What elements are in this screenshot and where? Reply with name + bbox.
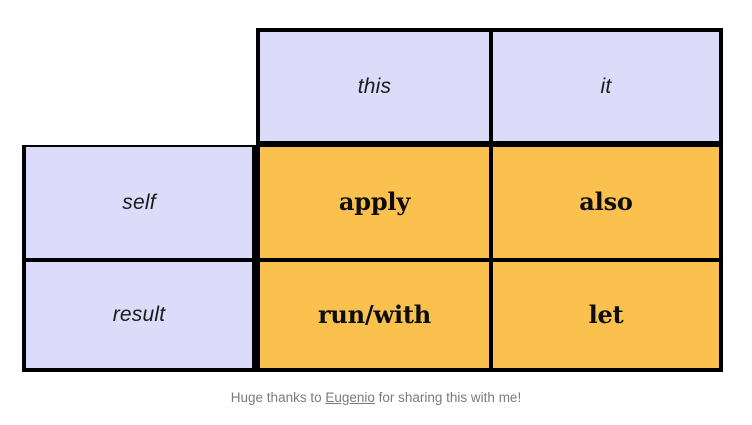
cell-self-this: apply bbox=[256, 145, 491, 260]
cell-result-it: let bbox=[491, 260, 723, 372]
cell-self-it: also bbox=[491, 145, 723, 260]
row-header-result: result bbox=[22, 260, 256, 372]
correspondence-matrix: this it self apply also result run/with … bbox=[22, 28, 723, 372]
caption-text-after: for sharing this with me! bbox=[374, 390, 522, 405]
column-header-it: it bbox=[491, 28, 723, 145]
caption-link-eugenio[interactable]: Eugenio bbox=[325, 390, 375, 405]
column-header-this: this bbox=[256, 28, 491, 145]
cell-result-this: run/with bbox=[256, 260, 491, 372]
matrix-corner-cell bbox=[22, 28, 256, 145]
figure-caption: Huge thanks to Eugenio for sharing this … bbox=[0, 390, 752, 405]
row-header-self: self bbox=[22, 145, 256, 260]
caption-text-before: Huge thanks to bbox=[230, 390, 326, 405]
